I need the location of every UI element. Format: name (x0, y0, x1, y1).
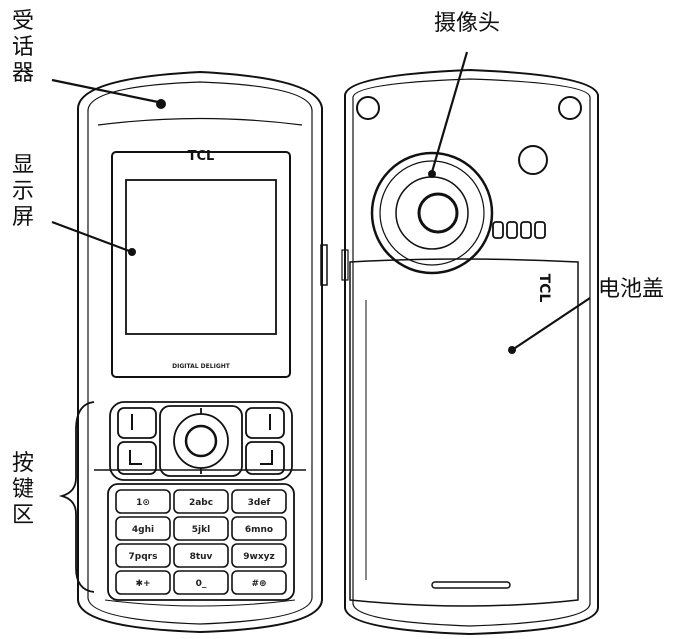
camera-lens (417, 192, 459, 234)
end-key[interactable] (245, 441, 285, 475)
keypad-bracket (58, 401, 95, 593)
nav-cluster (109, 401, 293, 481)
key-3-1[interactable] (173, 570, 229, 595)
key-label: #⊕ (251, 579, 266, 589)
left-soft-key[interactable] (117, 407, 157, 439)
key-2-1[interactable] (173, 543, 229, 568)
right-soft-key[interactable] (245, 407, 285, 439)
dpad-ring[interactable] (173, 413, 229, 469)
key-label: 5jkl (192, 525, 210, 535)
key-3-0[interactable] (115, 570, 171, 595)
key-1-2[interactable] (231, 516, 287, 541)
key-1-1[interactable] (173, 516, 229, 541)
front-brand-logo: TCL (188, 149, 215, 164)
key-label: ✱+ (135, 579, 150, 589)
soft-key-glyphs (129, 414, 273, 465)
flash (518, 145, 548, 175)
key-label: 9wxyz (243, 552, 275, 562)
key-2-2[interactable] (231, 543, 287, 568)
key-0-2[interactable] (231, 489, 287, 514)
key-label: 4ghi (132, 525, 154, 535)
receiver-label-text: 受话器 (12, 9, 34, 86)
phone-back-view (341, 68, 599, 636)
key-3-2[interactable] (231, 570, 287, 595)
display-label-text: 显示屏 (12, 153, 34, 230)
dpad-center-button[interactable] (184, 424, 218, 458)
key-label: 7pqrs (129, 552, 158, 562)
keypad-label: 按键区 (12, 451, 34, 528)
display-label: 显示屏 (12, 153, 34, 230)
keypad-label-text: 按键区 (12, 451, 34, 528)
battery-cover (349, 258, 579, 607)
key-label: 6mno (245, 525, 273, 535)
screen-caption: DIGITAL DELIGHT (172, 363, 231, 370)
speaker-grille (492, 221, 546, 239)
key-label: 2abc (189, 498, 213, 508)
camera-label: 摄像头 (434, 11, 500, 36)
key-2-0[interactable] (115, 543, 171, 568)
key-label: 0_ (196, 579, 207, 589)
key-0-0[interactable] (115, 489, 171, 514)
key-1-0[interactable] (115, 516, 171, 541)
key-label: 3def (248, 498, 271, 508)
keypad-grid: 1⊙ 2abc 3def 4ghi 5jkl 6mno 7pqrs 8tuv 9wxyz ✱+ 0_… (115, 489, 287, 595)
callout-lines (51, 51, 591, 351)
battery-cover-label: 电池盖 (598, 277, 664, 302)
keypad (107, 483, 295, 601)
back-brand-logo: TCL (536, 274, 552, 303)
receiver-label: 受话器 (12, 9, 34, 86)
key-label: 8tuv (190, 552, 213, 562)
phone-front-view (77, 70, 328, 634)
call-key[interactable] (117, 441, 157, 475)
key-0-1[interactable] (173, 489, 229, 514)
callout-dots (128, 100, 516, 354)
key-label: 1⊙ (136, 498, 150, 508)
